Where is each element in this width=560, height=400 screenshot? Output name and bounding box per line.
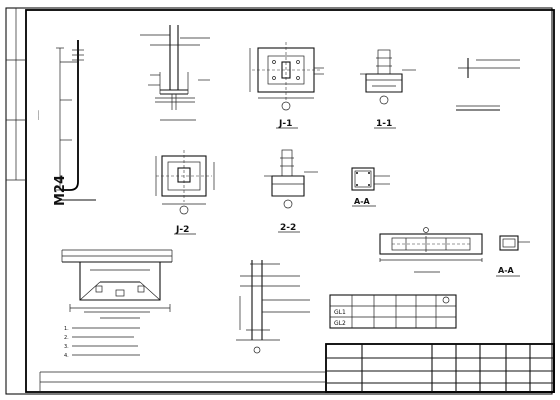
section-j1-label: J-1: [278, 119, 292, 129]
column-detail-bottom: [236, 260, 310, 354]
section-j2-label: J-2: [175, 225, 189, 235]
sheet-border: [5, 7, 555, 395]
note-4: 4.: [64, 353, 69, 359]
section-a-a-label-right: A-A: [498, 266, 515, 275]
section-a-a-label-mid: A-A: [354, 197, 371, 206]
j1-plan: [249, 42, 324, 129]
section-1-1-label: 1-1: [376, 119, 392, 129]
note-3: 3.: [64, 344, 69, 350]
schedule-row-gl1: GL1: [334, 309, 346, 316]
beam-elevation: [379, 227, 483, 273]
column-base-elevation: [140, 25, 210, 121]
beam-detail-top: [456, 58, 520, 111]
notes-block: 1. 2. 3. 4.: [64, 326, 140, 359]
note-2: 2.: [64, 335, 69, 341]
schedule-table: [329, 294, 457, 329]
section-2-2-label: 2-2: [280, 223, 296, 233]
svg-text:────: ────: [36, 110, 41, 121]
title-block: [39, 343, 555, 393]
foundation-trench-detail: [61, 249, 173, 319]
section-1-1: [360, 49, 416, 129]
schedule-row-gl2: GL2: [334, 320, 346, 327]
section-a-a-mid: [351, 167, 390, 207]
anchor-bolt-detail: ────: [36, 40, 96, 201]
section-a-a-right: [496, 235, 530, 277]
section-2-2: [264, 149, 318, 233]
note-1: 1.: [64, 326, 69, 332]
bolt-size-label: M24: [53, 175, 68, 206]
j2-plan: [155, 150, 215, 235]
